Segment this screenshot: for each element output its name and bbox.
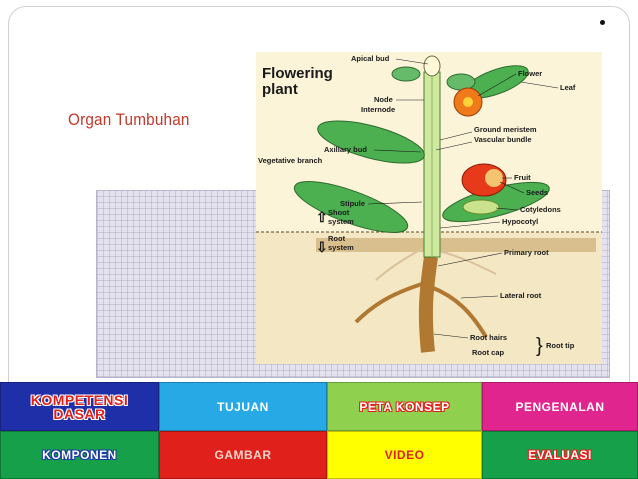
kompetensi-line1: KOMPETENSI xyxy=(30,391,129,408)
tujuan-label: TUJUAN xyxy=(217,399,269,414)
label-vegetative-branch: Vegetative branch xyxy=(258,156,323,165)
label-root-tip: Root tip xyxy=(546,341,575,350)
gambar-label: GAMBAR xyxy=(214,448,272,462)
label-axillary-bud: Axillary bud xyxy=(324,145,367,154)
flower-center xyxy=(463,97,473,107)
video-label: VIDEO xyxy=(384,448,425,462)
peta-konsep-label: PETA KONSEP xyxy=(359,399,450,414)
komponen-button[interactable]: KOMPONEN xyxy=(0,431,159,479)
kompetensi-dasar-button[interactable]: KOMPETENSI DASAR xyxy=(0,382,159,431)
diagram-heading-line2: plant xyxy=(262,81,298,98)
pengenalan-button[interactable]: PENGENALAN xyxy=(482,382,638,431)
label-root-2: system xyxy=(328,243,354,252)
label-root-cap: Root cap xyxy=(472,348,505,357)
kompetensi-line2: DASAR xyxy=(53,405,106,422)
up-arrow-icon: ⇧ xyxy=(316,209,328,225)
label-seeds: Seeds xyxy=(526,188,548,197)
corner-dot xyxy=(600,20,605,25)
label-lateral-root: Lateral root xyxy=(500,291,542,300)
peta-konsep-button[interactable]: PETA KONSEP xyxy=(327,382,482,431)
down-arrow-icon: ⇩ xyxy=(316,239,328,255)
leaf-bud-right xyxy=(446,73,476,91)
label-fruit: Fruit xyxy=(514,173,531,182)
video-button[interactable]: VIDEO xyxy=(327,431,482,479)
fine-root-1 xyxy=(375,246,427,281)
pengenalan-label: PENGENALAN xyxy=(515,399,605,414)
flowering-plant-diagram: ⇧ ⇩ Flowering plant Apical bud Flower Le… xyxy=(256,52,602,364)
plant-illustration: ⇧ ⇩ Flowering plant Apical bud Flower Le… xyxy=(256,54,602,364)
slide-title: Organ Tumbuhan xyxy=(68,110,190,129)
evaluasi-label: EVALUASI xyxy=(528,448,592,462)
label-vascular-bundle: Vascular bundle xyxy=(474,135,532,144)
diagram-heading-line1: Flowering xyxy=(262,65,333,82)
gambar-button[interactable]: GAMBAR xyxy=(159,431,327,479)
brace-icon: } xyxy=(536,335,543,357)
label-cotyledons: Cotyledons xyxy=(520,205,561,214)
leader-lines xyxy=(367,58,559,339)
seeds xyxy=(485,169,503,187)
label-shoot-1: Shoot xyxy=(328,208,350,217)
label-stipule: Stipule xyxy=(340,199,365,208)
label-hypocotyl: Hypocotyl xyxy=(502,217,538,226)
label-internode: Internode xyxy=(361,105,395,114)
evaluasi-button[interactable]: EVALUASI xyxy=(482,431,638,479)
leaf-left-1 xyxy=(317,120,425,164)
label-apical-bud: Apical bud xyxy=(351,54,390,63)
komponen-label: KOMPONEN xyxy=(42,448,117,462)
lateral-root-right xyxy=(430,285,488,339)
primary-root xyxy=(418,256,438,353)
label-flower: Flower xyxy=(518,69,542,78)
navigation-menu: KOMPETENSI DASAR TUJUAN PETA KONSEP PENG… xyxy=(0,382,638,479)
apical-bud xyxy=(423,55,441,77)
tujuan-button[interactable]: TUJUAN xyxy=(159,382,327,431)
soil-band xyxy=(316,238,596,252)
label-root-hairs: Root hairs xyxy=(470,333,507,342)
label-primary-root: Primary root xyxy=(504,248,549,257)
lateral-root-left xyxy=(354,280,429,324)
kompetensi-label: KOMPETENSI DASAR xyxy=(31,393,129,421)
fine-root-2 xyxy=(435,249,497,275)
label-node: Node xyxy=(374,95,393,104)
leaf-bud-left xyxy=(391,66,421,82)
label-ground-meristem: Ground meristem xyxy=(474,125,537,134)
label-shoot-2: system xyxy=(328,217,354,226)
label-root-1: Root xyxy=(328,234,346,243)
leaf-left-2 xyxy=(293,181,409,233)
label-leaf: Leaf xyxy=(560,83,576,92)
cotyledon xyxy=(462,199,500,215)
